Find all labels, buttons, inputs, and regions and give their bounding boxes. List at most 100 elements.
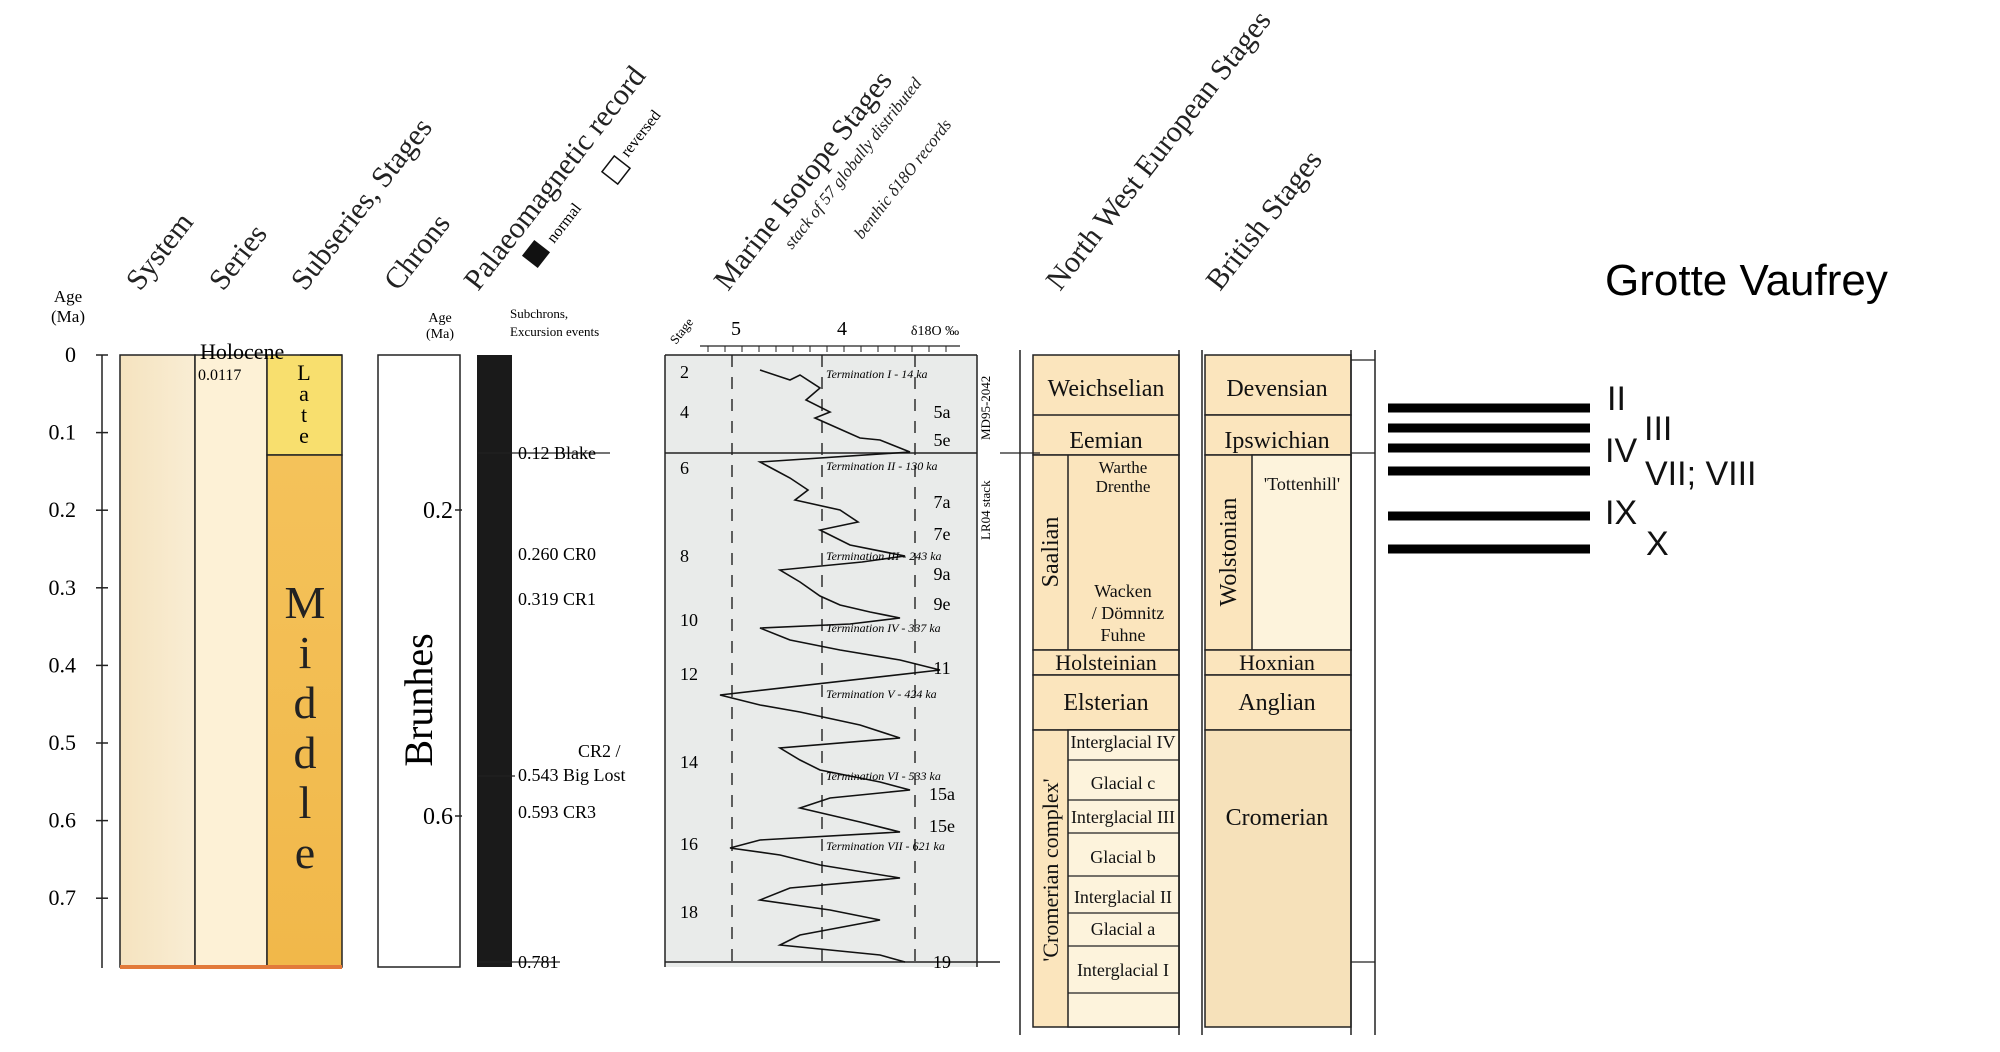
chrons-tick-0.2: 0.2 <box>423 498 453 524</box>
normal-polarity-bar <box>477 355 512 967</box>
br-anglian: Anglian <box>1238 690 1315 716</box>
nw-warthe: Warthe <box>1099 458 1148 477</box>
br-cromerian: Cromerian <box>1226 805 1329 831</box>
nw-elsterian: Elsterian <box>1063 690 1148 716</box>
layer-iii: III <box>1644 410 1672 448</box>
mis-stage-right: 7a <box>934 492 951 512</box>
nw-weichselian: Weichselian <box>1048 376 1165 402</box>
subchrons-header-1: Subchrons, <box>510 306 568 321</box>
age-axis-label: Age <box>54 287 82 306</box>
mis-stage-left: 6 <box>680 458 689 478</box>
mis-stage-right: 9e <box>934 594 951 614</box>
middle-stage-box <box>266 454 343 968</box>
chrons-column <box>377 354 461 968</box>
nw-interglacial-iv: Interglacial IV <box>1070 732 1175 752</box>
d18o-label: δ18O ‰ <box>911 324 959 339</box>
mis-stage-left: 16 <box>680 834 698 854</box>
age-tick-label: 0 <box>65 342 76 367</box>
header-series: Series <box>203 218 274 296</box>
br-wolstonian: Wolstonian <box>1216 498 1242 607</box>
termination-label: Termination IV - 337 ka <box>826 621 941 635</box>
nw-domnitz: / Dömnitz <box>1092 603 1165 623</box>
chrons-age-label: Age <box>428 311 451 326</box>
nw-cromerian-complex: 'Cromerian complex' <box>1038 778 1063 961</box>
series-column <box>194 354 268 968</box>
mis-stage-right: 19 <box>933 952 951 972</box>
nw-saalian: Saalian <box>1038 517 1064 588</box>
nw-drenthe: Drenthe <box>1096 477 1151 496</box>
system-column <box>119 354 196 968</box>
event-cr3: 0.593 CR3 <box>518 802 596 822</box>
mis-stage-right: 5a <box>934 402 951 422</box>
layer-x: X <box>1646 525 1669 563</box>
br-hoxnian: Hoxnian <box>1239 650 1315 675</box>
event-big-lost: 0.543 Big Lost <box>518 765 626 785</box>
stage-header: Stage <box>667 315 697 347</box>
nw-holsteinian: Holsteinian <box>1055 650 1156 675</box>
termination-label: Termination I - 14 ka <box>826 367 928 381</box>
event-blake: 0.12 Blake <box>518 443 596 463</box>
legend-normal-swatch <box>521 239 551 269</box>
mis-stage-right: 11 <box>933 658 950 678</box>
age-tick-label: 0.5 <box>49 730 77 755</box>
header-mis: Marine Isotope Stages <box>708 65 899 297</box>
subchrons-header-2: Excursion events <box>510 324 599 339</box>
lr04-label: LR04 stack <box>978 480 993 540</box>
mis-stage-left: 8 <box>680 546 689 566</box>
holocene-age: 0.0117 <box>198 367 241 384</box>
nw-glacial-a: Glacial a <box>1091 919 1155 939</box>
age-tick-label: 0.4 <box>49 652 77 677</box>
age-tick-label: 0.7 <box>49 885 77 910</box>
mis-stage-left: 14 <box>680 752 698 772</box>
layer-ii: II <box>1607 380 1626 418</box>
mis-stage-left: 10 <box>680 610 698 630</box>
mis-stage-right: 15e <box>929 816 955 836</box>
termination-label: Termination II - 130 ka <box>826 459 938 473</box>
nw-glacial-c: Glacial c <box>1091 773 1155 793</box>
header-system: System <box>120 206 200 296</box>
layer-iv: IV <box>1605 432 1637 470</box>
nw-interglacial-ii: Interglacial II <box>1074 887 1172 907</box>
age-tick-label: 0.6 <box>49 808 77 833</box>
grotte-title: Grotte Vaufrey <box>1605 256 1888 305</box>
event-cr0: 0.260 CR0 <box>518 544 596 564</box>
mis-stage-right: 9a <box>934 564 951 584</box>
br-devensian: Devensian <box>1226 376 1327 402</box>
br-tottenhill: 'Tottenhill' <box>1264 474 1340 494</box>
nw-stages-column: Weichselian Eemian Saalian Warthe Drenth… <box>1000 350 1180 1035</box>
nw-interglacial-i: Interglacial I <box>1077 960 1169 980</box>
scale-5: 5 <box>731 318 741 340</box>
mis-stage-left: 4 <box>680 402 689 422</box>
event-0.781: 0.781 <box>518 952 559 972</box>
mis-stage-left: 2 <box>680 362 689 382</box>
nw-fuhne: Fuhne <box>1101 625 1146 645</box>
layer-ix: IX <box>1605 494 1637 532</box>
nw-interglacial-iii: Interglacial III <box>1071 807 1175 827</box>
mis-stage-left: 12 <box>680 664 698 684</box>
termination-label: Termination VII - 621 ka <box>826 839 945 853</box>
grotte-vaufrey-panel: Grotte Vaufrey II III IV VII; VIII IX X <box>1388 256 1888 563</box>
mis-stage-left: 18 <box>680 902 698 922</box>
br-ipswichian: Ipswichian <box>1224 428 1329 454</box>
d18o-curve <box>719 369 941 963</box>
brunhes-label: Brunhes <box>396 633 441 766</box>
layer-vii-viii: VII; VIII <box>1645 455 1756 493</box>
mis-stage-right: 5e <box>934 430 951 450</box>
chrons-tick-0.6: 0.6 <box>423 804 453 830</box>
mis-panel: Stage 5 4 δ18O ‰ 246810121416185a5e7a7e9… <box>664 315 1000 972</box>
event-cr1: 0.319 CR1 <box>518 589 596 609</box>
age-tick-label: 0.2 <box>49 497 77 522</box>
nw-wacken: Wacken <box>1094 581 1152 601</box>
termination-label: Termination VI - 533 ka <box>826 769 941 783</box>
header-british: British Stages <box>1200 144 1329 296</box>
termination-label: Termination V - 424 ka <box>826 687 937 701</box>
age-axis-unit: (Ma) <box>51 307 85 326</box>
mis-stage-right: 15a <box>929 784 955 804</box>
scale-4: 4 <box>837 318 847 340</box>
age-tick-label: 0.1 <box>49 420 77 445</box>
nw-glacial-b: Glacial b <box>1090 847 1155 867</box>
header-chrons: Chrons <box>378 208 457 297</box>
